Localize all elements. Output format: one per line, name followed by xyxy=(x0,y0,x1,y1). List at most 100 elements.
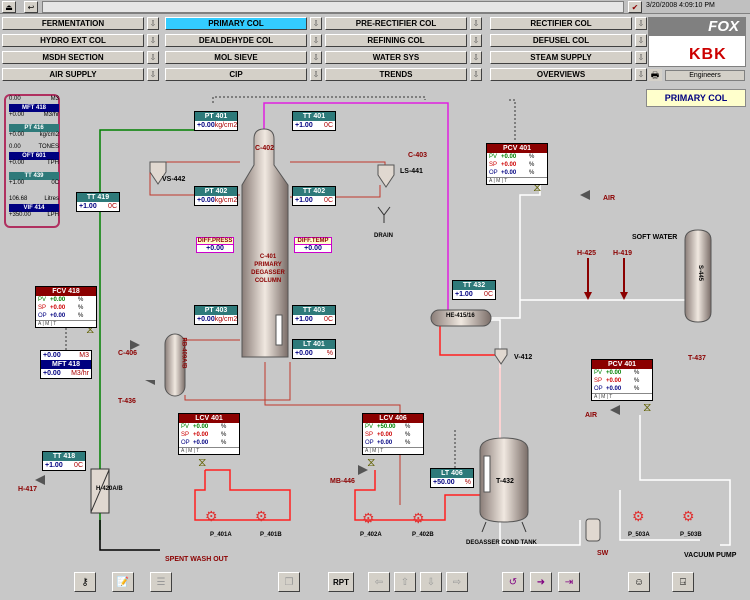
nav-dropdown-icon[interactable]: ⇩ xyxy=(147,34,159,47)
nav-pre-rectifier-col[interactable]: PRE-RECTIFIER COL xyxy=(325,17,467,30)
nav-dropdown-icon[interactable]: ⇩ xyxy=(310,34,322,47)
next-page-icon[interactable]: ➜ xyxy=(530,572,552,592)
nav-dropdown-icon[interactable]: ⇩ xyxy=(470,68,482,81)
valve-pcv401a-icon[interactable]: ⧖ xyxy=(533,180,542,194)
alarm-banner[interactable] xyxy=(42,1,624,13)
valve-lcv401-icon[interactable]: ⧖ xyxy=(198,455,207,469)
printer-icon[interactable]: 🖶 xyxy=(648,69,662,81)
nav-hydro-ext-col[interactable]: HYDRO EXT COL xyxy=(2,34,144,47)
pump-p402a[interactable]: ⚙ xyxy=(362,510,375,526)
nav-dropdown-icon[interactable]: ⇩ xyxy=(635,34,647,47)
arrow-left-icon[interactable]: ⇦ xyxy=(368,572,390,592)
logout-icon[interactable]: ⏏ xyxy=(2,1,16,13)
notes-icon[interactable]: 📝 xyxy=(112,572,134,592)
tag-lt406[interactable]: LT 406+50.00% xyxy=(430,468,474,488)
nav-dropdown-icon[interactable]: ⇩ xyxy=(147,68,159,81)
nav-dropdown-icon[interactable]: ⇩ xyxy=(310,51,322,64)
exit-icon[interactable]: ⍈ xyxy=(672,572,694,592)
alarm-ack-icon[interactable]: ✔ xyxy=(628,1,642,13)
nav-fermentation[interactable]: FERMENTATION xyxy=(2,17,144,30)
nav-water-sys[interactable]: WATER SYS xyxy=(325,51,467,64)
pump-p503a[interactable]: ⚙ xyxy=(632,508,645,524)
lp-pt416[interactable]: PT 416 xyxy=(9,124,59,132)
nav-dropdown-icon[interactable]: ⇩ xyxy=(635,68,647,81)
nav-trends[interactable]: TRENDS xyxy=(325,68,467,81)
nav-dropdown-icon[interactable]: ⇩ xyxy=(147,51,159,64)
lp-oft601[interactable]: OFT 601 xyxy=(9,152,59,160)
lp-vif414[interactable]: VIF 414 xyxy=(9,204,59,212)
nav-dropdown-icon[interactable]: ⇩ xyxy=(635,51,647,64)
nav-refining-col[interactable]: REFINING COL xyxy=(325,34,467,47)
reboiler-rb409[interactable] xyxy=(163,332,187,398)
valve-lcv406-icon[interactable]: ⧖ xyxy=(367,455,376,469)
nav-dropdown-icon[interactable]: ⇩ xyxy=(310,17,322,30)
heat-exchanger-he415[interactable] xyxy=(430,308,492,328)
list-icon[interactable]: ☰ xyxy=(150,572,172,592)
lp-mft418[interactable]: MFT 418 xyxy=(9,104,59,112)
pump-p503b[interactable]: ⚙ xyxy=(682,508,695,524)
nav-primary-col[interactable]: PRIMARY COL xyxy=(165,17,307,30)
nav-steam-supply[interactable]: STEAM SUPPLY xyxy=(490,51,632,64)
diff-temp-box[interactable]: DIFF.TEMP +0.00 xyxy=(294,237,332,253)
heat-exchanger-h420[interactable] xyxy=(90,468,110,514)
pump-p401b[interactable]: ⚙ xyxy=(255,508,268,524)
back-icon[interactable]: ↩ xyxy=(24,1,38,13)
pump-p402b[interactable]: ⚙ xyxy=(412,510,425,526)
operator-icon[interactable]: ☺ xyxy=(628,572,650,592)
nav-msdh-section[interactable]: MSDH SECTION xyxy=(2,51,144,64)
last-page-icon[interactable]: ⇥ xyxy=(558,572,580,592)
nav-overviews[interactable]: OVERVIEWS xyxy=(490,68,632,81)
lp-oft601-unit: TPH xyxy=(47,160,59,166)
nav-dropdown-icon[interactable]: ⇩ xyxy=(470,51,482,64)
separator-vs442[interactable] xyxy=(148,160,168,186)
column-c401[interactable] xyxy=(236,125,298,365)
nav-dealdehyde-col[interactable]: DEALDEHYDE COL xyxy=(165,34,307,47)
arrow-down-icon[interactable]: ⇩ xyxy=(420,572,442,592)
label-mb446: MB-446 xyxy=(330,478,355,485)
tank-t432[interactable] xyxy=(478,436,530,534)
copy-icon[interactable]: ❐ xyxy=(278,572,300,592)
label-p401a: P_401A xyxy=(210,532,232,538)
valve-pcv401b-icon[interactable]: ⧖ xyxy=(643,400,652,414)
vessel-sw[interactable] xyxy=(585,516,601,542)
nav-dropdown-icon[interactable]: ⇩ xyxy=(310,68,322,81)
nav-mol-sieve[interactable]: MOL SIEVE xyxy=(165,51,307,64)
lp-pt416-val: +0.00 xyxy=(9,132,25,138)
lp-tt439[interactable]: TT 439 xyxy=(9,172,59,180)
nav-dropdown-icon[interactable]: ⇩ xyxy=(635,17,647,30)
arrow-up-icon[interactable]: ⇧ xyxy=(394,572,416,592)
tag-lt401[interactable]: LT 401+0.00% xyxy=(292,339,336,359)
pump-p401a[interactable]: ⚙ xyxy=(205,508,218,524)
nav-dropdown-icon[interactable]: ⇩ xyxy=(147,17,159,30)
valve-fcv418-icon[interactable]: ⧖ xyxy=(86,322,95,336)
nav-dropdown-icon[interactable]: ⇩ xyxy=(470,17,482,30)
nav-air-supply[interactable]: AIR SUPPLY xyxy=(2,68,144,81)
nav-defusel-col[interactable]: DEFUSEL COL xyxy=(490,34,632,47)
nav-cip[interactable]: CIP xyxy=(165,68,307,81)
separator-ls441[interactable] xyxy=(376,163,396,189)
key-icon[interactable]: ⚷ xyxy=(74,572,96,592)
vessel-v412[interactable] xyxy=(494,348,508,366)
rpt-button[interactable]: RPT xyxy=(328,572,354,592)
nav-rectifier-col[interactable]: RECTIFIER COL xyxy=(490,17,632,30)
refresh-icon[interactable]: ↺ xyxy=(502,572,524,592)
arrow-right-icon[interactable]: ⇨ xyxy=(446,572,468,592)
vessel-s445[interactable] xyxy=(683,228,713,324)
diff-press-box[interactable]: DIFF.PRESS +0.00 xyxy=(196,237,234,253)
nav-dropdown-icon[interactable]: ⇩ xyxy=(470,34,482,47)
